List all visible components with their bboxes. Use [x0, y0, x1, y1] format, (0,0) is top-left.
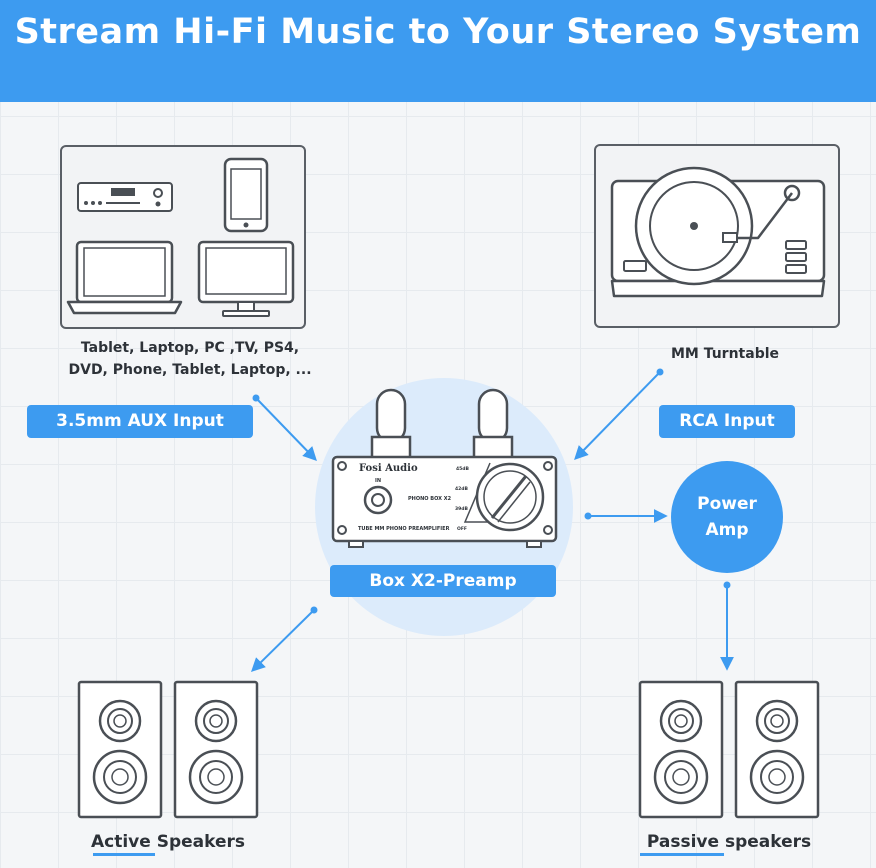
sources-panel: [60, 145, 306, 329]
header-banner: Stream Hi-Fi Music to Your Stereo System: [0, 0, 876, 102]
preamp-label: Box X2-Preamp: [330, 565, 556, 597]
arrow-aux-to-preamp: [252, 394, 317, 462]
active-speakers-label: Active Speakers: [90, 832, 245, 852]
active-speakers-underline: [93, 853, 155, 856]
turntable-panel: [594, 144, 840, 328]
sources-caption: Tablet, Laptop, PC ,TV, PS4, DVD, Phone,…: [40, 337, 340, 381]
gain-knob-icon: [475, 462, 545, 532]
passive-speaker-left-icon: [638, 680, 724, 819]
power-amp-node: Power Amp: [671, 461, 783, 573]
dvd-player-icon: [77, 182, 173, 212]
tube-right-icon: [472, 388, 514, 460]
passive-speakers-underline: [640, 853, 724, 856]
rca-input-label: RCA Input: [659, 405, 795, 438]
arrow-preamp-to-power-amp: [584, 509, 668, 523]
preamp-gain-42: 42dB: [455, 486, 468, 492]
preamp-brand: Fosi Audio: [359, 463, 418, 474]
monitor-icon: [197, 240, 295, 317]
preamp-in-label: IN: [375, 478, 381, 484]
preamp-gain-45: 45dB: [456, 466, 469, 472]
phone-icon: [223, 157, 269, 233]
active-speaker-right-icon: [173, 680, 259, 819]
preamp-gain-39: 39dB: [455, 506, 468, 512]
sources-caption-line1: Tablet, Laptop, PC ,TV, PS4,: [80, 340, 300, 356]
arrow-preamp-to-active-speakers: [251, 606, 318, 672]
sources-caption-line2: DVD, Phone, Tablet, Laptop, ...: [68, 362, 312, 378]
power-amp-line2: Amp: [705, 520, 749, 540]
arrow-turntable-to-preamp: [574, 368, 664, 461]
preamp-subtitle: TUBE MM PHONO PREAMPLIFIER: [358, 526, 450, 532]
preamp-model: PHONO BOX X2: [408, 496, 452, 502]
laptop-icon: [66, 240, 183, 315]
arrow-power-amp-to-passive-speakers: [720, 581, 734, 671]
passive-speakers-label: Passive speakers: [646, 832, 812, 852]
aux-input-label: 3.5mm AUX Input: [27, 405, 253, 438]
power-amp-line1: Power: [697, 494, 757, 514]
passive-speaker-right-icon: [734, 680, 820, 819]
turntable-caption: MM Turntable: [670, 346, 780, 362]
turntable-icon: [610, 166, 826, 298]
input-jack-icon: [363, 485, 393, 515]
page-title: Stream Hi-Fi Music to Your Stereo System: [14, 12, 862, 52]
tube-left-icon: [370, 388, 412, 460]
source-devices-icon: [66, 157, 295, 317]
active-speaker-left-icon: [77, 680, 163, 819]
preamp-off: OFF: [457, 526, 467, 532]
